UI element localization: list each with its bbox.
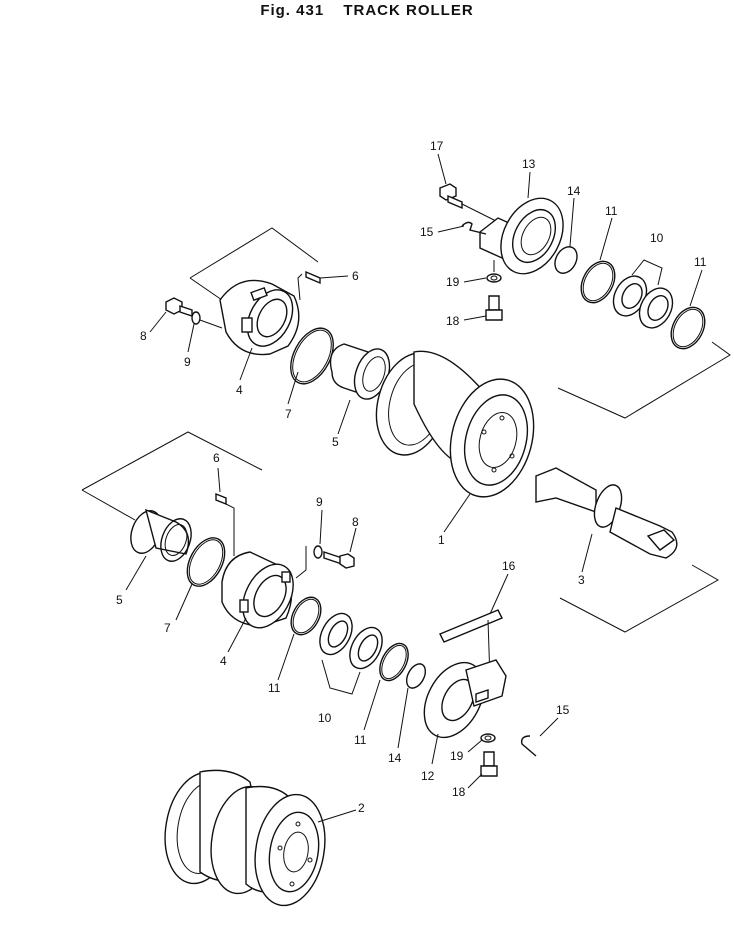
washer-19-lower (480, 733, 496, 743)
callout-labels: 17 13 14 11 10 11 15 19 18 6 8 9 4 7 5 1… (116, 139, 707, 815)
callout-15-lower: 15 (556, 703, 570, 717)
callout-11-lower-a: 11 (268, 681, 281, 695)
bushing-5-upper (329, 343, 391, 400)
o-ring-14-upper (554, 246, 578, 274)
callout-6-upper: 6 (352, 269, 359, 283)
callout-18-lower: 18 (452, 785, 466, 799)
o-ring-14-lower (405, 663, 427, 689)
washer-9-upper (191, 311, 223, 329)
shaft-3 (535, 467, 678, 559)
callout-1: 1 (438, 533, 445, 547)
o-ring-7-lower (186, 537, 226, 587)
callout-5-upper: 5 (332, 435, 339, 449)
roller-2 (164, 769, 326, 907)
clip-15-upper (461, 221, 487, 235)
bolt-18-lower (480, 751, 498, 777)
roller-1 (375, 350, 535, 498)
pin-6-lower (215, 492, 235, 556)
bracket-upper-left (189, 227, 319, 301)
pin-6-upper (297, 270, 321, 301)
callout-8-lower: 8 (352, 515, 359, 529)
clip-15-lower (520, 735, 537, 757)
callout-19-lower: 19 (450, 749, 464, 763)
o-ring-11-lower-b (379, 642, 409, 682)
callout-10-lower: 10 (318, 711, 332, 725)
o-ring-11-lower-a (290, 596, 322, 636)
callout-2: 2 (358, 801, 365, 815)
callout-5-lower: 5 (116, 593, 123, 607)
bolt-8-upper (165, 297, 193, 317)
washer-19-upper (486, 273, 502, 283)
seal-holder-13 (479, 197, 564, 275)
callout-4-upper: 4 (236, 383, 243, 397)
callout-11-lower-b: 11 (354, 733, 367, 747)
callout-18-upper: 18 (446, 314, 460, 328)
end-cap-4-upper (219, 279, 300, 356)
seal-holder-12 (423, 659, 507, 739)
callout-15-upper: 15 (420, 225, 434, 239)
callout-7-lower: 7 (164, 621, 171, 635)
callout-3: 3 (578, 573, 585, 587)
figure-title: Fig. 431 TRACK ROLLER (0, 2, 734, 19)
callout-9-upper: 9 (184, 355, 191, 369)
callout-13: 13 (522, 157, 536, 171)
o-ring-7-upper (290, 327, 334, 385)
callout-14-upper: 14 (567, 184, 581, 198)
callout-7-upper: 7 (285, 407, 292, 421)
bracket-lower-right (559, 564, 720, 633)
washer-9-lower (295, 545, 323, 579)
figure-number: Fig. 431 (260, 2, 325, 19)
callout-12: 12 (421, 769, 435, 783)
bracket-middle-left (81, 431, 263, 521)
floating-seal-10-upper (612, 259, 674, 329)
bolt-18-upper (485, 260, 503, 321)
callout-17: 16 (502, 559, 516, 573)
callout-4-lower: 4 (220, 654, 227, 668)
o-ring-11-upper-a (580, 260, 616, 304)
callout-10-upper: 10 (650, 231, 664, 245)
callout-16: 17 (430, 139, 444, 153)
callout-9-lower: 9 (316, 495, 323, 509)
o-ring-11-upper-b (670, 306, 706, 350)
bushing-5-lower (130, 508, 192, 562)
end-cap-4-lower (221, 551, 294, 629)
figure-name: TRACK ROLLER (343, 2, 474, 19)
bracket-upper-right (557, 341, 731, 419)
leader-lines (125, 153, 703, 823)
callout-11-upper-a: 11 (605, 204, 618, 218)
callout-19-upper: 19 (446, 275, 460, 289)
callout-8-upper: 8 (140, 329, 147, 343)
bolt-16 (439, 183, 499, 223)
bolt-8-lower (323, 551, 355, 569)
callout-14-lower: 14 (388, 751, 402, 765)
floating-seal-10-lower (319, 612, 383, 695)
callout-6-lower: 6 (213, 451, 220, 465)
callout-11-upper-b: 11 (694, 255, 707, 269)
